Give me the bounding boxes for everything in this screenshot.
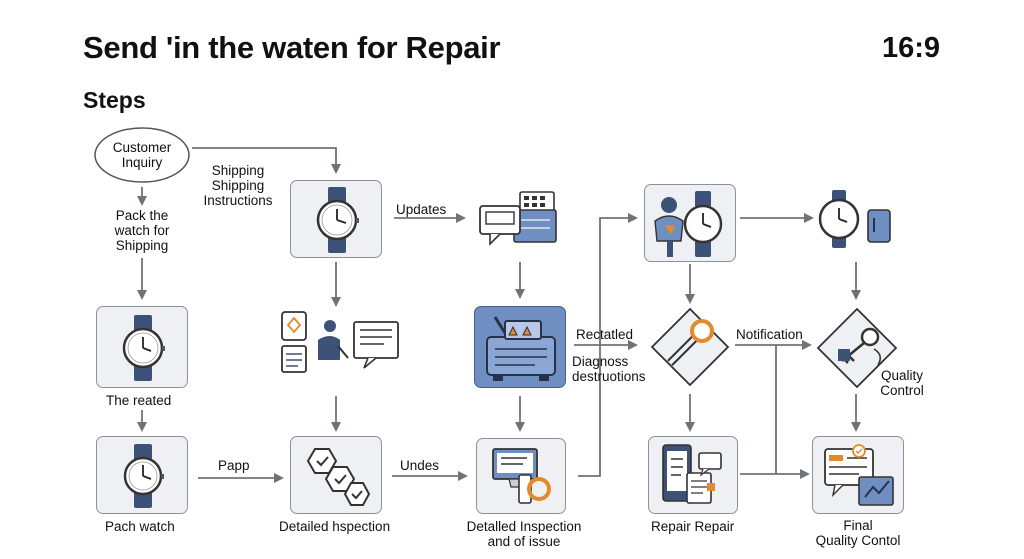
pack-watch-line-1: Pack the: [115, 208, 169, 223]
monitor-box: [476, 438, 566, 514]
badge-icon: [824, 444, 894, 506]
pack-watch-label: Pack the watch for Shipping: [92, 208, 192, 253]
diagnoss-label: Diagnoss destruotions: [572, 354, 646, 384]
tablet-box: [648, 436, 738, 514]
quality-control-line-2: Control: [880, 383, 924, 398]
shipping-line-3: Instructions: [203, 193, 273, 208]
detailed-inspection-line-1: Detalled Inspection: [466, 519, 582, 534]
final-quality-label: Final Quality Contol: [806, 518, 910, 548]
technician-watch-box: [644, 184, 736, 262]
wristwatch-icon: [123, 444, 164, 508]
watch-and-strap-icon: [818, 190, 891, 248]
detailed-hspection-label: Detailed hspection: [279, 519, 391, 534]
final-line-1: Final: [843, 518, 873, 533]
pack-watch-line-3: Shipping: [115, 238, 169, 253]
customer-inquiry-line-2: Inquiry: [121, 155, 163, 170]
hexagon-checks-icon: [306, 448, 371, 506]
final-line-2: Quality Contol: [815, 533, 901, 548]
wristwatch-icon: [122, 315, 165, 381]
steps-heading: Steps: [83, 87, 146, 113]
the-reated-label: The reated: [106, 393, 172, 408]
pach-watch-label: Pach watch: [105, 519, 175, 534]
watch-box-3: [290, 180, 382, 258]
quality-control-line-1: Quality: [880, 368, 924, 383]
final-quality-box: [812, 436, 904, 514]
wrench-icon: [650, 307, 730, 387]
detailed-inspection-label: Detalled Inspection and of issue: [462, 519, 586, 549]
detailed-inspection-line-2: and of issue: [487, 534, 561, 549]
diagnosis-machine-box: [474, 306, 566, 388]
quality-control-label: Quality Control: [872, 368, 932, 398]
shipping-line-2: Shipping: [211, 178, 265, 193]
diagnoss-line-2: destruotions: [572, 369, 646, 384]
rectatled-label: Rectatled: [576, 327, 634, 342]
pack-watch-line-2: watch for: [114, 223, 170, 238]
aspect-ratio-label: 16:9: [882, 32, 941, 64]
watch-box-2: [96, 436, 188, 514]
monitor-icon: [492, 448, 551, 504]
chat-bubble-icon: [479, 191, 557, 246]
customer-inquiry-label: Customer Inquiry: [100, 140, 184, 170]
shipping-instructions-label: Shipping Shipping Instructions: [194, 163, 282, 208]
page-title: Send 'in the waten for Repair: [83, 30, 501, 65]
technician-watch-icon: [654, 191, 723, 257]
customer-service-icon: [281, 311, 399, 373]
key-icon: [816, 307, 898, 389]
diagnoss-line-1: Diagnoss: [572, 354, 629, 369]
notification-label: Notification: [736, 327, 803, 342]
inspection-box: [290, 436, 382, 514]
updates-label: Updates: [396, 202, 447, 217]
customer-inquiry-node: [94, 127, 190, 183]
wristwatch-icon: [316, 187, 359, 253]
tablet-icon: [662, 444, 722, 504]
customer-inquiry-line-1: Customer: [112, 140, 172, 155]
inspection-machine-icon: [486, 316, 556, 381]
papp-label: Papp: [218, 458, 250, 473]
repair-repair-label: Repair Repair: [651, 519, 735, 534]
shipping-line-1: Shipping: [211, 163, 265, 178]
watch-box-1: [96, 306, 188, 388]
undes-label: Undes: [400, 458, 440, 473]
